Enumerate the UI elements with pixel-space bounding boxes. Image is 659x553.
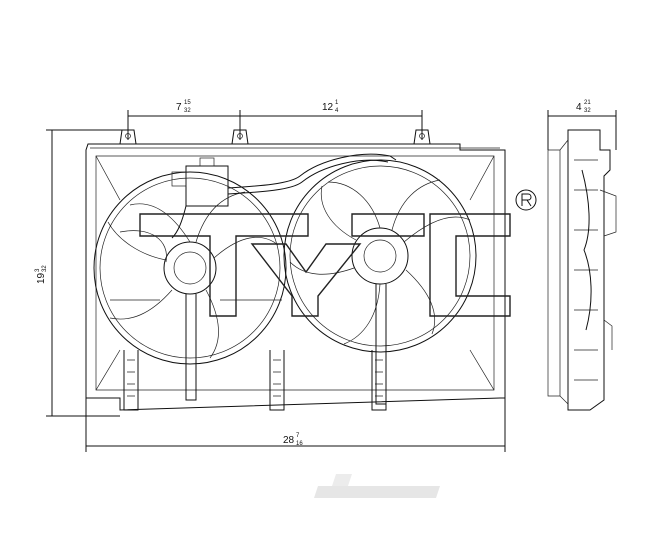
- dimension-bottom-label: 28 7 16: [283, 433, 303, 447]
- right-fan: [283, 159, 477, 405]
- dim-top-right-num: 21: [584, 100, 591, 106]
- dimension-left-label: 19 3 32: [35, 265, 48, 284]
- dim-bottom-whole: 28: [283, 435, 295, 446]
- registered-mark-icon: [515, 189, 537, 211]
- dim-top-left-den: 32: [184, 108, 191, 114]
- dim-left-num: 3: [35, 268, 41, 272]
- side-view: [547, 129, 617, 411]
- dim-top-left-whole: 7: [176, 102, 182, 113]
- dim-left-whole: 19: [36, 272, 47, 284]
- dimension-lines: [46, 110, 617, 452]
- dimension-top-center-label: 12 1 4: [322, 100, 339, 114]
- dimension-top-right-label: 4 21 32: [576, 100, 591, 114]
- tyc-logo-icon: [139, 213, 511, 317]
- watermark-logo-icon: [314, 474, 440, 498]
- dim-top-left-num: 15: [184, 100, 191, 106]
- dim-left-den: 32: [42, 265, 48, 272]
- dimension-top-left-label: 7 15 32: [176, 100, 191, 114]
- dim-bottom-den: 16: [296, 441, 303, 447]
- dim-top-center-whole: 12: [322, 102, 334, 113]
- resistor-module: [171, 153, 397, 239]
- dim-top-right-whole: 4: [576, 102, 582, 113]
- dim-bottom-num: 7: [296, 433, 300, 439]
- dim-top-right-den: 32: [584, 108, 591, 114]
- brand-logo: [139, 189, 537, 317]
- shroud-front-view: [85, 129, 506, 411]
- dim-top-center-num: 1: [335, 100, 339, 106]
- dim-top-center-den: 4: [335, 108, 339, 114]
